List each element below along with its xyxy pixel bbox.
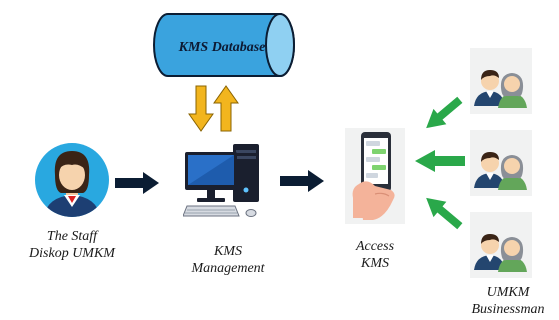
users-icon	[470, 48, 532, 114]
flow-arrow-2	[280, 170, 324, 192]
management-label-line1: KMS	[214, 244, 242, 259]
staff-label-line2: Diskop UMKM	[29, 246, 115, 261]
staff-label-line1: The Staff	[46, 229, 98, 244]
businessman-label-line2: Businessman	[471, 302, 545, 317]
down-arrow-icon	[188, 85, 214, 132]
kms-database: KMS Database	[153, 13, 295, 77]
management-label-line2: Management	[191, 261, 265, 276]
flow-arrow-1	[115, 172, 159, 194]
user-arrow-middle	[415, 150, 465, 172]
management-label: KMS Management	[168, 243, 288, 277]
database-label: KMS Database	[178, 40, 266, 55]
access-label-line2: KMS	[361, 256, 389, 271]
up-arrow-icon	[213, 85, 239, 132]
businessman-label: UMKM Businessman	[460, 284, 556, 318]
computer-icon	[183, 144, 259, 217]
users-icon	[470, 212, 532, 278]
access-label-line1: Access	[355, 239, 395, 254]
access-label: Access KMS	[330, 238, 420, 272]
user-arrow-bottom	[426, 197, 463, 230]
staff-avatar-icon	[35, 143, 109, 217]
staff-label: The Staff Diskop UMKM	[10, 228, 134, 262]
database-sync-arrows	[188, 85, 239, 132]
smartphone-icon	[345, 128, 405, 224]
businessman-label-line1: UMKM	[486, 285, 530, 300]
user-arrow-top	[426, 96, 463, 129]
users-icon	[470, 130, 532, 196]
